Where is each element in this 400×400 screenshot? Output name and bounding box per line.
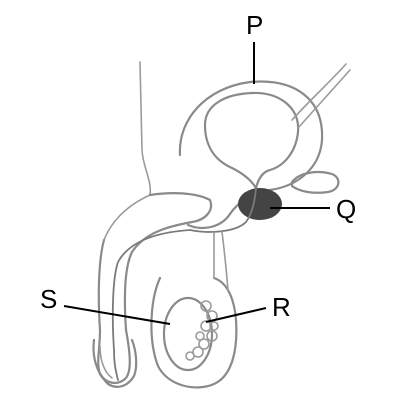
glans: [92, 338, 138, 388]
label-p: P: [246, 10, 263, 40]
glans-inner: [99, 345, 113, 379]
bladder-inner-wall: [203, 91, 300, 190]
body-outline-inner: [103, 194, 151, 241]
ureter: [291, 63, 347, 121]
bladder-outer-wall: [178, 80, 324, 230]
scrotum: [150, 276, 238, 389]
prostate-gland: [238, 188, 282, 220]
label-s-leader: [63, 305, 171, 325]
label-r-leader: [205, 307, 267, 323]
seminal-vesicle: [290, 171, 340, 194]
spermatic-cord-2: [221, 231, 229, 291]
label-s: S: [40, 284, 57, 314]
epididymis: [185, 300, 219, 361]
testis: [162, 296, 214, 372]
label-q: Q: [336, 194, 356, 224]
penile-urethra: [111, 229, 191, 381]
penis-outline-top: [123, 192, 213, 332]
label-r: R: [272, 292, 291, 322]
urethra: [189, 187, 257, 233]
ureter-inner: [297, 69, 351, 129]
body-outline: [139, 61, 152, 196]
